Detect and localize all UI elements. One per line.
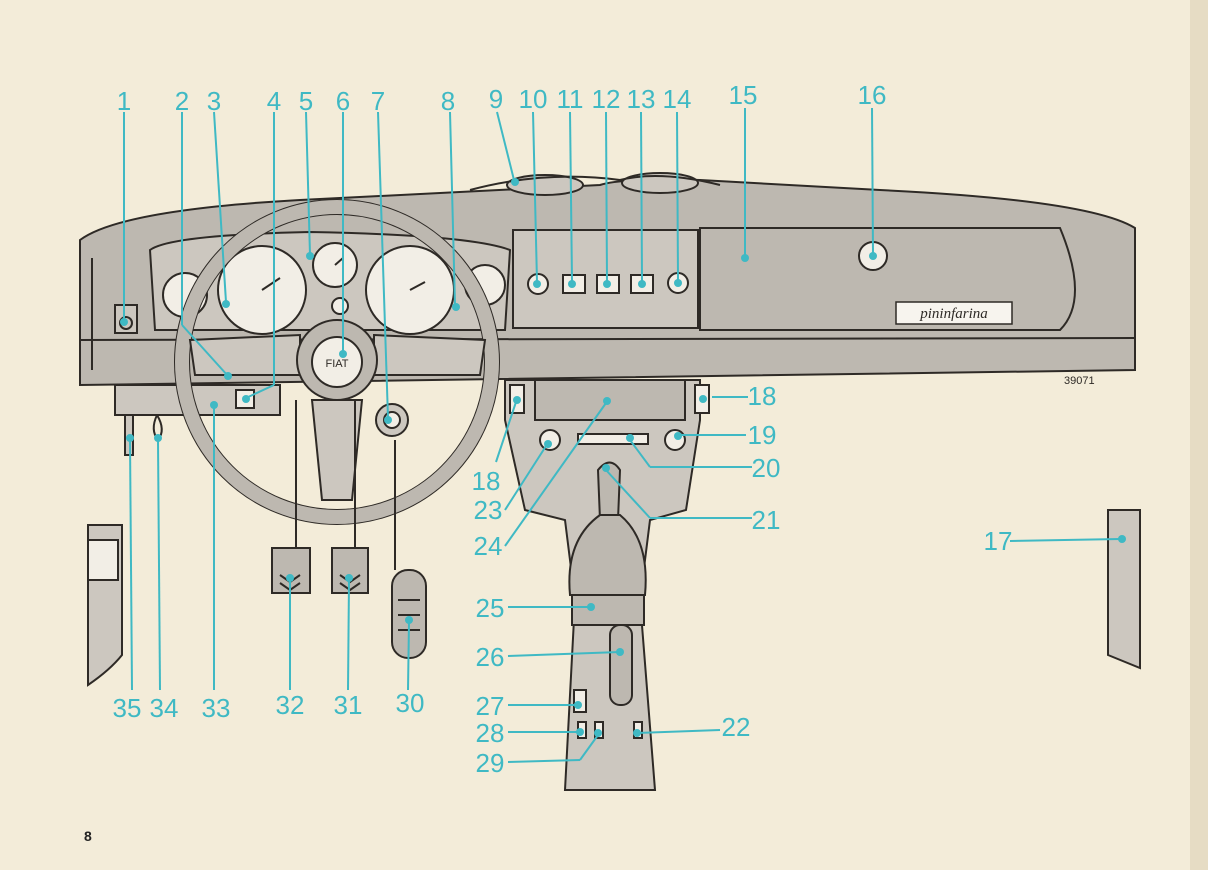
callout-12: 12 xyxy=(592,84,621,114)
callout-20: 20 xyxy=(752,453,781,483)
callout-21: 21 xyxy=(752,505,781,535)
brake-pedal xyxy=(331,547,369,594)
callout-18-left: 18 xyxy=(472,466,501,496)
callout-19: 19 xyxy=(748,420,777,450)
callout-8: 8 xyxy=(441,86,455,116)
callout-13: 13 xyxy=(627,84,656,114)
callout-33: 33 xyxy=(202,693,231,723)
callout-25: 25 xyxy=(476,593,505,623)
callout-leaders xyxy=(120,107,1126,763)
callout-11: 11 xyxy=(557,84,584,114)
callout-24: 24 xyxy=(474,531,503,561)
callout-26: 26 xyxy=(476,642,505,672)
callout-22: 22 xyxy=(722,712,751,742)
callout-35: 35 xyxy=(113,693,142,723)
callout-32: 32 xyxy=(276,690,305,720)
horn-button xyxy=(311,336,363,388)
figure-code: 39071 xyxy=(1064,375,1095,387)
callout-7: 7 xyxy=(371,86,385,116)
callout-31: 31 xyxy=(334,690,363,720)
callout-14: 14 xyxy=(663,84,692,114)
callout-34: 34 xyxy=(150,693,179,723)
page-number: 8 xyxy=(84,828,92,844)
callout-17: 17 xyxy=(984,526,1013,556)
gear-boot xyxy=(568,514,647,596)
callout-10: 10 xyxy=(519,84,548,114)
callout-23: 23 xyxy=(474,495,503,525)
callout-5: 5 xyxy=(299,86,313,116)
ashtray xyxy=(571,594,645,626)
callout-18-right: 18 xyxy=(748,381,777,411)
page-edge xyxy=(1190,0,1208,870)
callout-4: 4 xyxy=(267,86,281,116)
gear-knob xyxy=(596,461,622,521)
callout-28: 28 xyxy=(476,718,505,748)
callout-9: 9 xyxy=(489,84,503,114)
pininfarina-plate xyxy=(895,301,1013,325)
handbrake-lever xyxy=(609,624,633,706)
callout-27: 27 xyxy=(476,691,505,721)
right-door-panel xyxy=(1107,509,1141,670)
brand-text: pininfarina xyxy=(919,306,988,322)
callout-16: 16 xyxy=(858,80,887,110)
callout-30: 30 xyxy=(396,688,425,718)
warning-light xyxy=(331,297,349,315)
callout-15: 15 xyxy=(729,80,758,110)
callout-1: 1 xyxy=(117,86,131,116)
callout-labels: 1 2 3 4 5 6 7 8 9 10 11 12 13 14 15 16 1… xyxy=(113,80,1013,778)
callout-29: 29 xyxy=(476,748,505,778)
heater-slider xyxy=(577,433,649,445)
callout-2: 2 xyxy=(175,86,189,116)
callout-3: 3 xyxy=(207,86,221,116)
horn-badge: FIAT xyxy=(325,358,348,370)
callout-6: 6 xyxy=(336,86,350,116)
